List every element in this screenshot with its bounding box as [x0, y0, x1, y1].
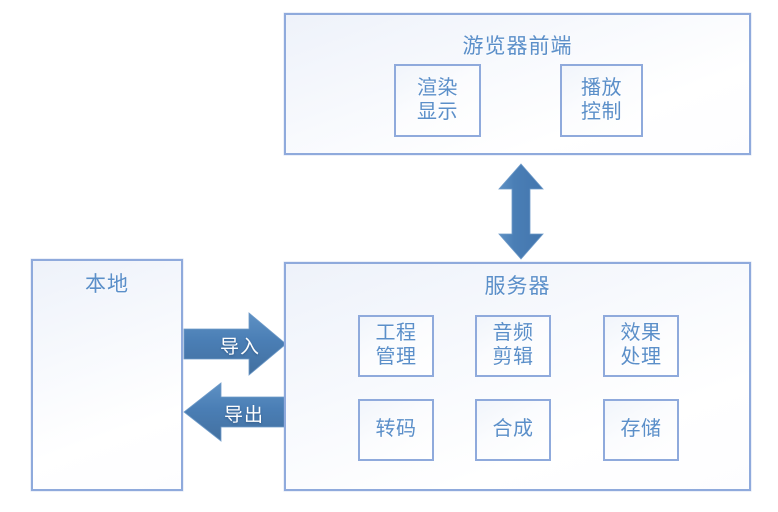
- module-box-synthesis[interactable]: 合成: [475, 399, 551, 461]
- module-box-transcode[interactable]: 转码: [358, 399, 434, 461]
- group-title-frontend: 游览器前端: [462, 35, 573, 58]
- module-box-project-management[interactable]: 工程 管理: [358, 315, 434, 377]
- module-label-line1: 存储: [620, 418, 662, 441]
- module-label-line1: 音频: [492, 322, 534, 345]
- group-title-server: 服务器: [484, 275, 551, 298]
- module-box-effect-processing[interactable]: 效果 处理: [603, 315, 679, 377]
- connector-import-arrow: 导入: [183, 312, 287, 376]
- module-box-render-display[interactable]: 渲染 显示: [394, 64, 481, 137]
- group-box-server: 服务器 工程 管理 音频 剪辑 效果 处理 转码 合成 存储: [284, 262, 751, 491]
- module-label-line2: 管理: [375, 346, 417, 368]
- module-box-playback-control[interactable]: 播放 控制: [560, 64, 643, 137]
- module-label-line2: 显示: [417, 100, 458, 123]
- module-label-line1: 合成: [492, 418, 534, 441]
- module-box-storage[interactable]: 存储: [603, 399, 679, 461]
- group-box-frontend: 游览器前端 渲染 显示 播放 控制: [284, 13, 751, 155]
- connector-export-arrow: 导出: [183, 382, 287, 442]
- module-label-line2: 剪辑: [492, 346, 534, 368]
- module-label-line2: 处理: [620, 346, 662, 368]
- arrow-left-icon: [183, 382, 287, 442]
- module-label-line1: 工程: [375, 322, 417, 345]
- module-label-line2: 控制: [581, 100, 622, 123]
- module-label-line1: 播放: [581, 76, 622, 99]
- module-label-line1: 效果: [620, 322, 662, 345]
- module-label-line1: 转码: [375, 418, 417, 441]
- module-label-line1: 渲染: [417, 76, 458, 99]
- arrow-right-icon: [183, 312, 287, 376]
- double-arrow-vertical-icon: [498, 163, 544, 260]
- connector-vertical-double-arrow: [498, 163, 544, 260]
- module-box-audio-editing[interactable]: 音频 剪辑: [475, 315, 551, 377]
- group-title-local: 本地: [85, 273, 129, 296]
- group-box-local: 本地: [31, 259, 183, 491]
